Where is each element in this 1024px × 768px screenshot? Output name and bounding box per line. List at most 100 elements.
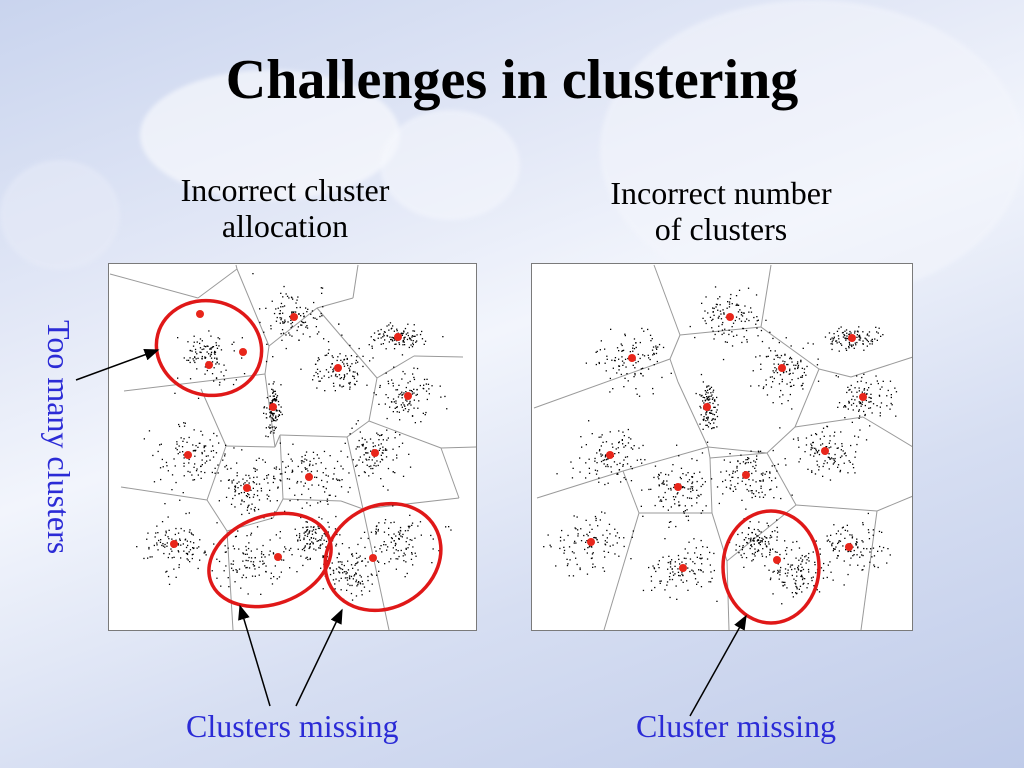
background-glow (140, 70, 400, 200)
voronoi-edge (109, 273, 199, 299)
voronoi-edge (200, 388, 227, 447)
cluster-missing-label: Cluster missing (636, 708, 837, 744)
right-cluster-plot (531, 263, 913, 631)
voronoi-edge (862, 416, 912, 447)
centroid-marker (274, 553, 282, 561)
voronoi-edge (679, 326, 762, 336)
left-heading-line-1: Incorrect cluster (180, 172, 390, 208)
point-cloud (340, 419, 412, 491)
voronoi-edge (264, 373, 276, 448)
centroid-marker (239, 348, 247, 356)
centroid-marker (305, 473, 313, 481)
voronoi-edge (123, 373, 266, 392)
voronoi-edge (876, 495, 912, 512)
centroid-marker (205, 361, 213, 369)
point-cloud (211, 532, 309, 595)
voronoi-edge (707, 446, 711, 459)
voronoi-edge (206, 499, 228, 532)
centroid-marker (243, 484, 251, 492)
voronoi-edge (533, 358, 671, 409)
centroid-marker (848, 334, 856, 342)
background-glow (0, 160, 120, 270)
centroid-marker (773, 556, 781, 564)
voronoi-edge (197, 268, 238, 299)
voronoi-edge (413, 355, 464, 358)
voronoi-edge (794, 368, 820, 428)
point-cloud (373, 366, 448, 433)
point-cloud (695, 373, 719, 443)
centroid-marker (845, 543, 853, 551)
voronoi-edge (206, 445, 227, 501)
voronoi-edge (235, 264, 238, 270)
centroid-marker (726, 313, 734, 321)
point-cloud (556, 420, 667, 486)
centroid-marker (394, 333, 402, 341)
too-many-clusters-label: Too many clusters (41, 320, 77, 555)
voronoi-edge (279, 434, 348, 438)
centroid-marker (587, 538, 595, 546)
centroid-marker (290, 313, 298, 321)
voronoi-edge (268, 307, 318, 347)
centroid-marker (821, 447, 829, 455)
point-cloud (807, 326, 884, 352)
point-cloud (689, 286, 771, 361)
voronoi-edge (677, 381, 709, 448)
centroid-marker (369, 554, 377, 562)
right-heading-line-1: Incorrect number (610, 175, 832, 211)
right-plot-canvas (533, 264, 912, 630)
point-cloud (746, 337, 820, 410)
voronoi-edge (622, 446, 709, 472)
centroid-marker (703, 403, 711, 411)
slide-title: Challenges in clustering (225, 49, 799, 111)
voronoi-edge (225, 445, 276, 448)
voronoi-edge (316, 307, 378, 379)
voronoi-edge (362, 497, 460, 510)
point-cloud (585, 327, 672, 397)
voronoi-edge (368, 377, 378, 422)
voronoi-edge (795, 504, 878, 512)
point-cloud (252, 273, 324, 350)
point-cloud (640, 444, 707, 528)
right-heading-line-2: of clusters (654, 211, 788, 247)
voronoi-edge (709, 452, 768, 459)
voronoi-edge (279, 434, 284, 500)
point-cloud (300, 323, 374, 392)
point-cloud (279, 515, 344, 560)
background-glow (380, 110, 520, 220)
voronoi-edge (603, 512, 640, 630)
centroid-marker (404, 392, 412, 400)
voronoi-edge (709, 457, 713, 514)
voronoi-edge (766, 426, 796, 454)
voronoi-edge (766, 452, 797, 506)
point-cloud (642, 521, 742, 602)
voronoi-edge (340, 500, 364, 510)
voronoi-edge (536, 470, 624, 499)
point-cloud (174, 330, 268, 399)
voronoi-edge (272, 498, 284, 519)
clusters-missing-label: Clusters missing (186, 708, 399, 744)
voronoi-edge (760, 326, 820, 370)
point-cloud (255, 442, 360, 516)
centroid-marker (170, 540, 178, 548)
centroid-marker (674, 483, 682, 491)
centroid-marker (334, 364, 342, 372)
voronoi-edge (368, 420, 442, 449)
arrow-cluster-missing (689, 614, 747, 717)
voronoi-edge (760, 264, 772, 328)
voronoi-edge (236, 268, 270, 347)
point-cloud (835, 373, 898, 431)
centroid-marker (742, 471, 750, 479)
voronoi-edge (860, 510, 878, 630)
centroid-marker (196, 310, 204, 318)
voronoi-edge (440, 446, 476, 449)
left-heading: Incorrect cluster allocation (140, 172, 430, 244)
point-cloud (143, 422, 238, 494)
voronoi-edge (120, 486, 208, 501)
voronoi-edge (352, 264, 359, 299)
centroid-marker (184, 451, 192, 459)
voronoi-edge (274, 434, 281, 448)
left-heading-line-2: allocation (221, 208, 349, 244)
voronoi-edge (653, 264, 681, 336)
voronoi-edge (346, 436, 364, 510)
centroid-marker (269, 403, 277, 411)
